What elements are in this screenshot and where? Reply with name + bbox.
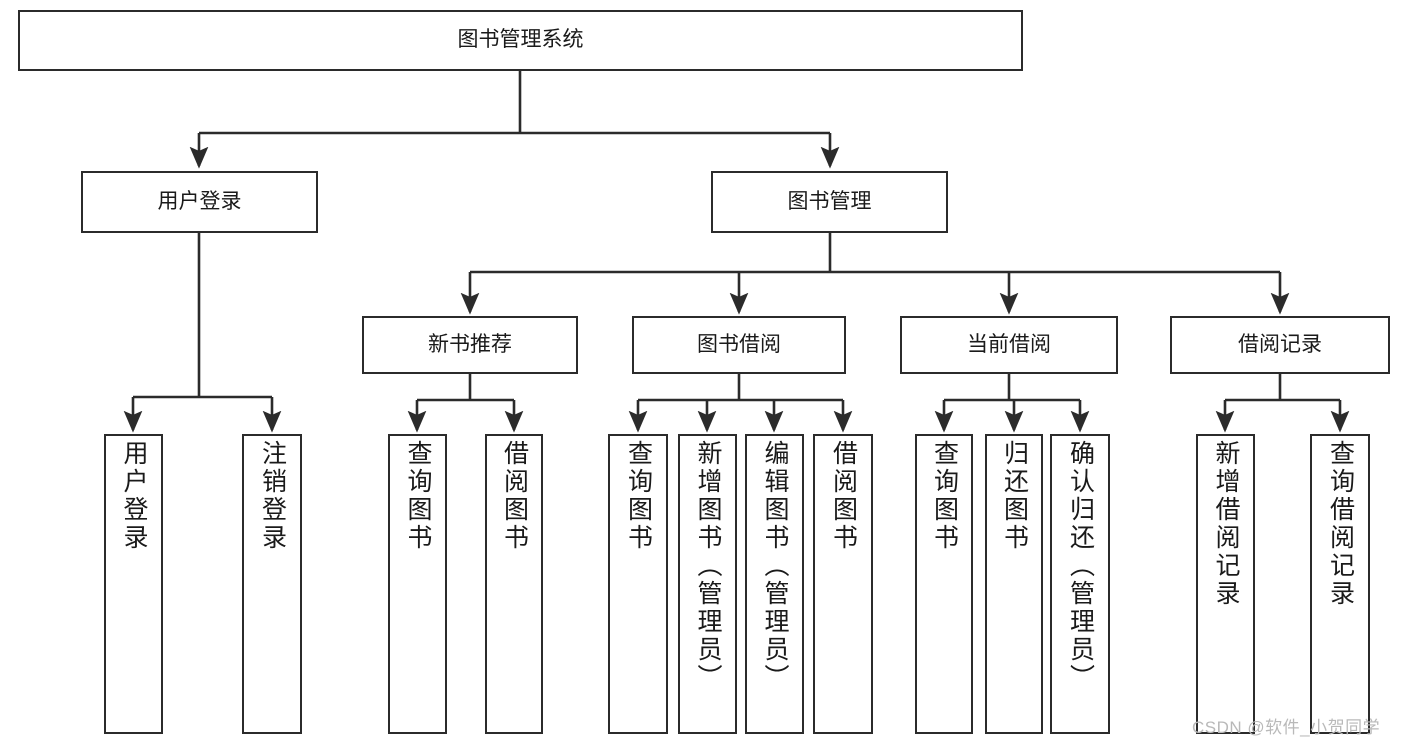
node-user-login-label: 用户登录: [157, 189, 242, 213]
node-leaf-query-book-1[interactable]: 查询图书: [388, 434, 447, 734]
node-leaf-borrow-book-2-label: 借阅图书: [829, 440, 858, 552]
node-leaf-add-book[interactable]: 新增图书（管理员）: [678, 434, 737, 734]
node-leaf-add-record[interactable]: 新增借阅记录: [1196, 434, 1255, 734]
node-leaf-query-record-label: 查询借阅记录: [1326, 440, 1355, 608]
node-book-manage-label: 图书管理: [787, 189, 872, 213]
node-leaf-query-book-3[interactable]: 查询图书: [915, 434, 973, 734]
node-leaf-logout[interactable]: 注销登录: [242, 434, 302, 734]
node-book-borrow[interactable]: 图书借阅: [632, 316, 846, 374]
node-leaf-confirm-return[interactable]: 确认归还（管理员）: [1050, 434, 1110, 734]
node-leaf-query-book-3-label: 查询图书: [930, 440, 959, 552]
node-leaf-logout-label: 注销登录: [258, 440, 287, 552]
node-leaf-edit-book[interactable]: 编辑图书（管理员）: [745, 434, 804, 734]
node-root[interactable]: 图书管理系统: [18, 10, 1023, 71]
node-leaf-query-book-1-label: 查询图书: [404, 440, 432, 552]
node-book-borrow-label: 图书借阅: [697, 332, 781, 356]
node-leaf-user-login-label: 用户登录: [120, 440, 148, 552]
node-current-borrow[interactable]: 当前借阅: [900, 316, 1118, 374]
node-new-book-recommend-label: 新书推荐: [428, 332, 512, 356]
node-leaf-query-book-2-label: 查询图书: [624, 440, 653, 552]
node-current-borrow-label: 当前借阅: [967, 332, 1051, 356]
node-leaf-query-record[interactable]: 查询借阅记录: [1310, 434, 1370, 734]
node-new-book-recommend[interactable]: 新书推荐: [362, 316, 578, 374]
node-leaf-borrow-book-1[interactable]: 借阅图书: [485, 434, 543, 734]
node-leaf-borrow-book-1-label: 借阅图书: [500, 440, 529, 552]
node-leaf-return-book-label: 归还图书: [1000, 440, 1029, 552]
node-leaf-add-book-label: 新增图书（管理员）: [694, 440, 722, 692]
node-user-login[interactable]: 用户登录: [81, 171, 318, 233]
csdn-watermark: CSDN @软件_小贺同学: [1192, 718, 1381, 737]
node-book-manage[interactable]: 图书管理: [711, 171, 948, 233]
node-borrow-record[interactable]: 借阅记录: [1170, 316, 1390, 374]
node-leaf-return-book[interactable]: 归还图书: [985, 434, 1043, 734]
node-leaf-borrow-book-2[interactable]: 借阅图书: [813, 434, 873, 734]
node-leaf-edit-book-label: 编辑图书（管理员）: [761, 440, 789, 692]
node-borrow-record-label: 借阅记录: [1238, 332, 1322, 356]
node-leaf-user-login[interactable]: 用户登录: [104, 434, 163, 734]
node-leaf-query-book-2[interactable]: 查询图书: [608, 434, 668, 734]
node-leaf-confirm-return-label: 确认归还（管理员）: [1066, 440, 1095, 692]
node-root-label: 图书管理系统: [457, 28, 584, 52]
node-leaf-add-record-label: 新增借阅记录: [1212, 440, 1240, 608]
